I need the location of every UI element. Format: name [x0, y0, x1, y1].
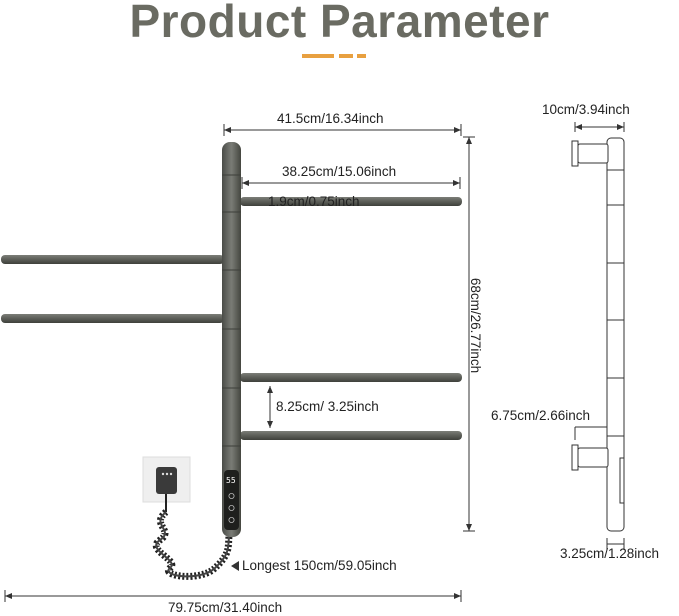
total-width-label: 79.75cm/31.40inch [168, 600, 283, 615]
coiled-cable [152, 509, 233, 580]
bar-length-label: 38.25cm/15.06inch [282, 164, 397, 179]
title-accent-bar [357, 54, 366, 58]
temperature-display: 55 [226, 476, 236, 485]
side-pole-label: 3.25cm/1.28inch [560, 546, 660, 561]
total-height-label: 68cm/26.77inch [468, 277, 484, 374]
page-title: Product Parameter [129, 0, 550, 47]
towel-bar [240, 431, 462, 440]
cord-length-label: Longest 150cm/59.05inch [242, 558, 397, 573]
plug [156, 467, 177, 494]
towel-bar [1, 255, 224, 264]
main-width-label: 41.5cm/16.34inch [277, 111, 384, 126]
side-view [571, 122, 625, 550]
towel-bar [1, 314, 224, 323]
control-panel [224, 470, 239, 530]
title-accent-bar [302, 54, 334, 58]
side-depth-label: 10cm/3.94inch [542, 102, 630, 117]
towel-bar [240, 197, 462, 206]
bar-spacing-label: 8.25cm/ 3.25inch [276, 399, 379, 414]
main-pole [222, 142, 241, 537]
side-offset-label: 6.75cm/2.66inch [491, 408, 591, 423]
towel-bar [240, 373, 462, 382]
bar-diameter-label: 1.9cm/0.75inch [268, 194, 360, 209]
title-accent-bar [339, 54, 353, 58]
